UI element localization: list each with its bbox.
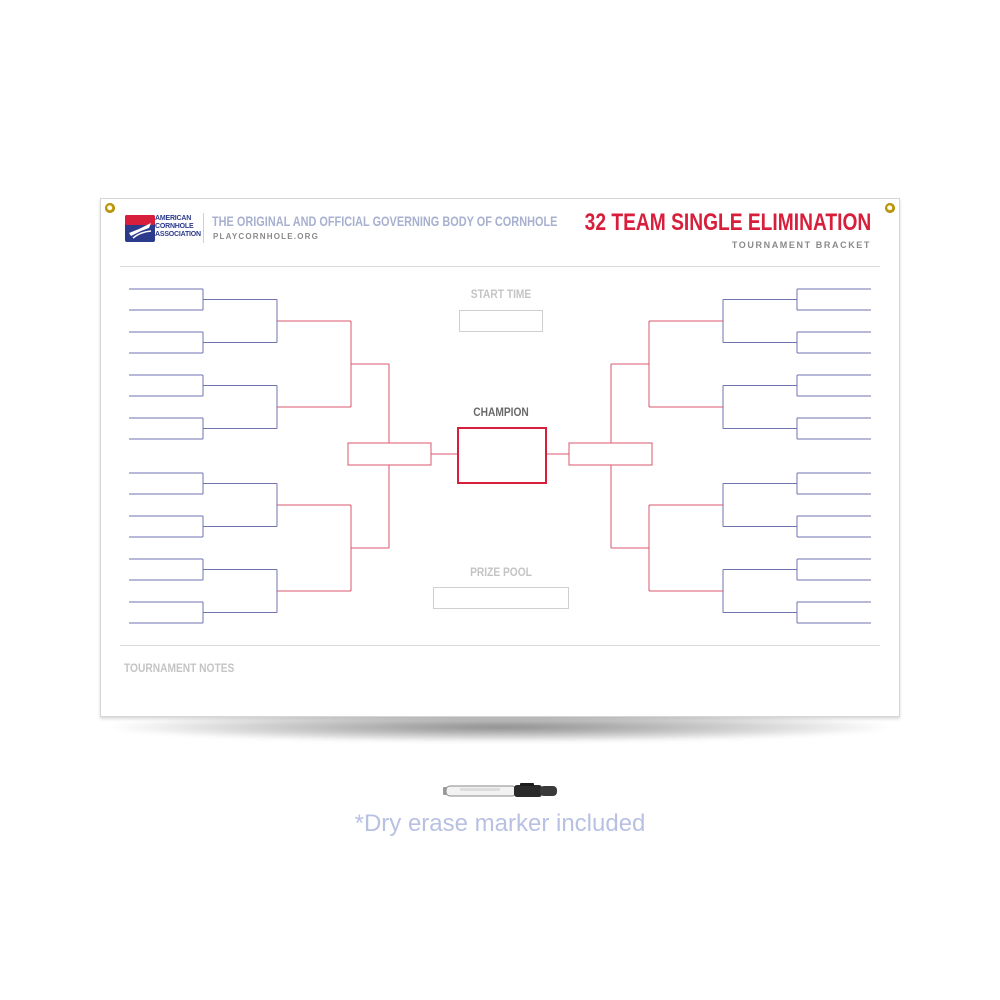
american-cornhole-association-logo xyxy=(125,215,155,242)
start-time-field[interactable] xyxy=(459,310,543,332)
tagline: THE ORIGINAL AND OFFICIAL GOVERNING BODY… xyxy=(212,213,558,229)
tournament-bracket-board: AMERICAN CORNHOLE ASSOCIATION THE ORIGIN… xyxy=(100,198,900,717)
start-time-label: START TIME xyxy=(470,287,532,301)
board-shadow xyxy=(112,712,888,742)
prize-pool-field[interactable] xyxy=(433,587,569,609)
logo-line: AMERICAN xyxy=(155,215,192,222)
grommet-icon xyxy=(885,203,895,213)
semifinal-slot[interactable] xyxy=(568,442,653,466)
footer-rule xyxy=(120,645,880,646)
bracket-lines xyxy=(129,288,871,624)
header-rule xyxy=(120,266,880,267)
website-link[interactable]: PLAYCORNHOLE.ORG xyxy=(213,232,320,241)
champion-label: CHAMPION xyxy=(473,405,529,419)
champion-field[interactable] xyxy=(457,427,547,484)
header-divider xyxy=(203,213,204,243)
dry-erase-marker-icon xyxy=(443,783,557,797)
logo-wordmark: AMERICAN CORNHOLE ASSOCIATION xyxy=(155,215,205,239)
logo-line: CORNHOLE xyxy=(155,223,194,230)
bracket-title: 32 TEAM SINGLE ELIMINATION xyxy=(584,209,871,236)
tournament-notes-label: TOURNAMENT NOTES xyxy=(124,661,235,675)
marker-caption: *Dry erase marker included xyxy=(354,810,646,837)
grommet-icon xyxy=(105,203,115,213)
logo-line: ASSOCIATION xyxy=(155,231,201,238)
prize-pool-label: PRIZE POOL xyxy=(470,565,532,579)
bracket-subtitle: TOURNAMENT BRACKET xyxy=(731,240,871,250)
semifinal-slot[interactable] xyxy=(347,442,432,466)
